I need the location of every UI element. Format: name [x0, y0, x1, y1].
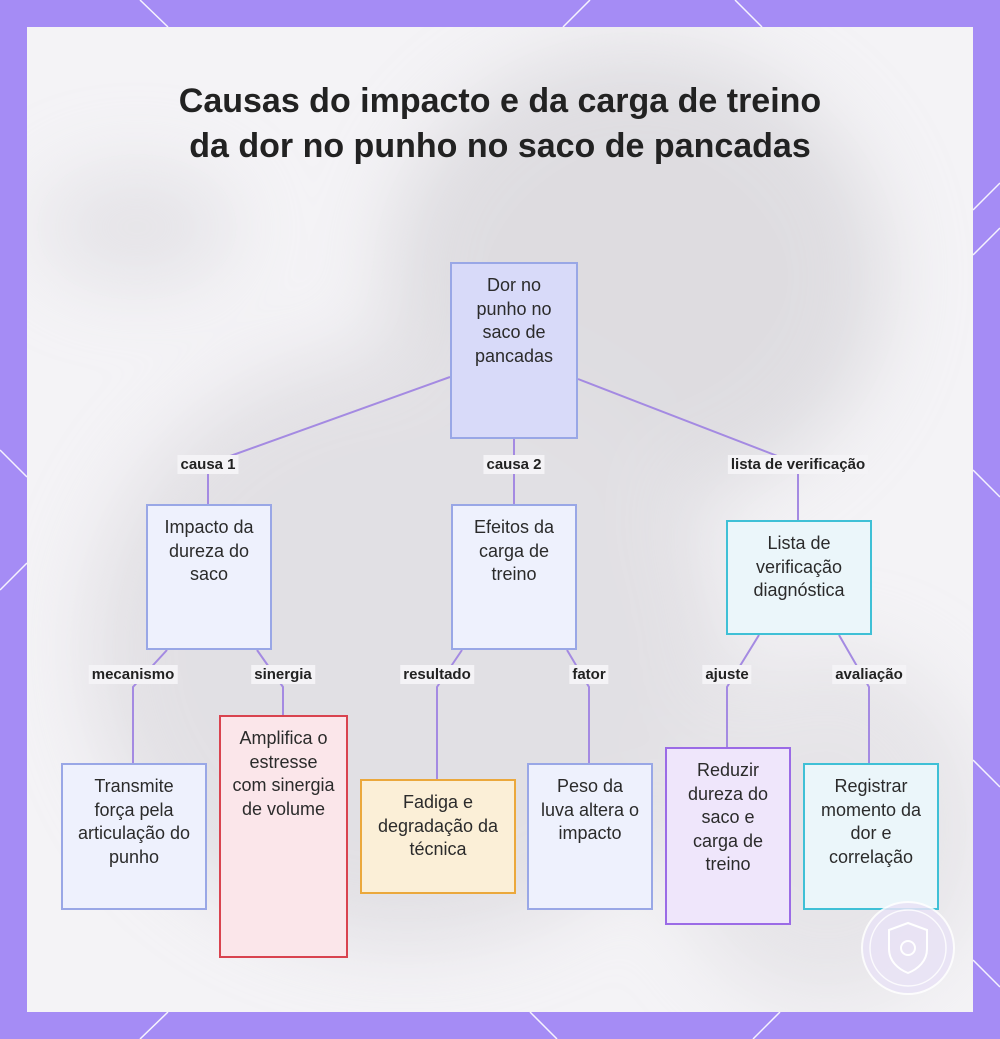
node-impacto: Impacto da dureza do saco	[146, 504, 272, 650]
node-registrar: Registrar momento da dor e correlação	[803, 763, 939, 910]
node-root: Dor no punho no saco de pancadas	[450, 262, 578, 439]
diagram-panel: Causas do impacto e da carga de treino d…	[27, 27, 973, 1012]
edge-label-reduzir: ajuste	[702, 665, 751, 684]
edge-label-lista: lista de verificação	[728, 455, 868, 474]
node-transmite: Transmite força pela articulação do punh…	[61, 763, 207, 910]
edge-label-impacto: causa 1	[177, 455, 238, 474]
node-fadiga: Fadiga e degradação da técnica	[360, 779, 516, 894]
edge-label-transmite: mecanismo	[89, 665, 178, 684]
edge-root-impacto	[208, 377, 450, 504]
shield-logo-icon	[853, 893, 963, 1003]
node-reduzir: Reduzir dureza do saco e carga de treino	[665, 747, 791, 925]
edge-root-lista	[578, 379, 798, 520]
edge-label-efeitos: causa 2	[483, 455, 544, 474]
edge-label-fadiga: resultado	[400, 665, 474, 684]
edge-lista-registrar	[839, 635, 869, 763]
edge-label-amplifica: sinergia	[251, 665, 315, 684]
node-peso: Peso da luva altera o impacto	[527, 763, 653, 910]
node-efeitos: Efeitos da carga de treino	[451, 504, 577, 650]
edge-lista-reduzir	[727, 635, 759, 747]
node-lista: Lista de verificação diagnóstica	[726, 520, 872, 635]
edge-label-peso: fator	[569, 665, 608, 684]
node-amplifica: Amplifica o estresse com sinergia de vol…	[219, 715, 348, 958]
edge-label-registrar: avaliação	[832, 665, 906, 684]
